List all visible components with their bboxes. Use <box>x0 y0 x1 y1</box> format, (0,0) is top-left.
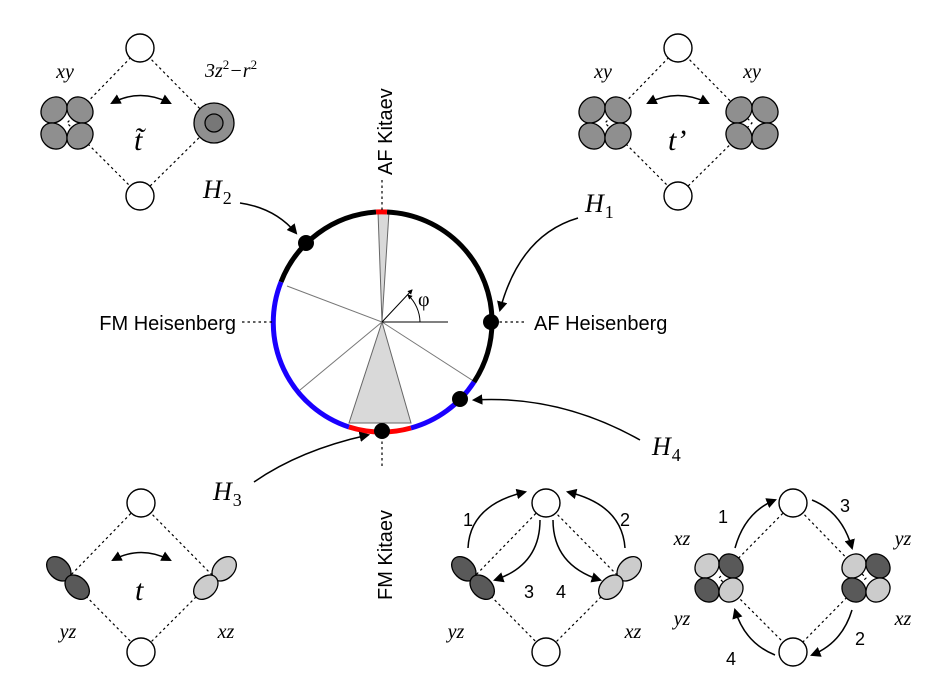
site-bottom <box>126 637 156 667</box>
panel-bottom-left: yz xz t <box>45 488 238 667</box>
step-label-2: 2 <box>855 629 865 649</box>
orbital-label-right: xz <box>624 621 642 643</box>
bond-square <box>472 502 621 653</box>
arrow-h1 <box>497 217 579 313</box>
svg-text:H2: H2 <box>202 175 232 208</box>
radial-line <box>299 321 383 391</box>
orbital-label-bottom-right: xz <box>894 608 912 630</box>
step-label-1: 1 <box>718 507 728 527</box>
point-h4 <box>452 391 468 407</box>
hop-arrow-1 <box>467 488 528 549</box>
orbital-label-left: xy <box>55 61 74 83</box>
hop-arrow-3 <box>493 519 541 583</box>
bond-square <box>718 502 867 653</box>
hop-arrow-2 <box>565 488 626 549</box>
xy-orbital-icon <box>578 96 632 150</box>
arrow-h4 <box>471 394 641 441</box>
point-h2 <box>298 235 314 251</box>
h3-label: H3 <box>212 477 242 510</box>
label-fm-heisenberg: FM Heisenberg <box>99 313 236 335</box>
step-label-4: 4 <box>556 582 566 602</box>
hopping-label: t’ <box>668 124 686 157</box>
angle-symbol: φ <box>418 289 430 311</box>
hop-arrow-1 <box>734 498 777 549</box>
step-label-2: 2 <box>620 510 630 530</box>
point-h3 <box>374 423 390 439</box>
step-label-3: 3 <box>840 496 850 516</box>
step-label-3: 3 <box>524 582 534 602</box>
orbital-label-right: xy <box>742 61 761 83</box>
site-top <box>778 488 808 518</box>
hopping-arrow <box>111 551 172 561</box>
orbital-label-top-left: xz <box>673 528 691 550</box>
hopping-label: t̃ <box>134 124 146 157</box>
hop-arrow-3 <box>811 499 855 551</box>
hop-arrow-4 <box>732 607 776 656</box>
orbital-label-left: yz <box>58 621 77 643</box>
orbital-label-bottom-left: yz <box>672 608 691 630</box>
label-af-heisenberg: AF Heisenberg <box>534 313 667 335</box>
svg-text:H4: H4 <box>651 432 681 465</box>
ring-arc-black-lowerright <box>471 321 495 384</box>
orbital-label-right: 3z2−r2 <box>204 57 257 82</box>
site-bottom <box>125 181 155 211</box>
hopping-arrow <box>646 94 710 104</box>
phase-circle: φ <box>270 209 499 439</box>
hopping-label: t <box>135 574 144 607</box>
angle-vector <box>381 289 413 323</box>
hopping-arrow <box>110 94 172 104</box>
orbital-label-right: xz <box>217 621 235 643</box>
bond-square <box>66 47 215 197</box>
ring-arc-black-right <box>386 209 495 323</box>
step-label-4: 4 <box>726 649 736 669</box>
ring-arc-black-topleft <box>278 209 377 283</box>
site-top <box>663 33 693 63</box>
label-af-kitaev: AF Kitaev <box>375 88 397 175</box>
dz2-orbital-icon <box>193 102 235 144</box>
site-top <box>126 488 156 518</box>
site-bottom <box>663 181 693 211</box>
bond-square <box>604 47 753 197</box>
radial-line <box>381 321 476 383</box>
arrow-h2 <box>239 202 298 235</box>
hop-arrow-4 <box>552 519 603 583</box>
radial-line <box>286 285 383 323</box>
arrow-h3 <box>253 431 371 483</box>
ring-arc-blue-left <box>270 281 350 430</box>
panel-top-left: xy 3z2−r2 t̃ <box>40 33 257 211</box>
site-top <box>125 33 155 63</box>
site-bottom <box>778 637 808 667</box>
svg-text:H3: H3 <box>212 477 242 510</box>
h1-label: H1 <box>584 189 614 222</box>
orbital-label-top-right: yz <box>893 528 912 550</box>
panel-top-right: xy xy t’ <box>578 33 779 211</box>
mixed-orbital-icon-left <box>694 553 744 603</box>
orbital-label-left: yz <box>446 621 465 643</box>
orbital-label-left: xy <box>593 61 612 83</box>
h4-label: H4 <box>651 432 681 465</box>
panel-bottom-middle: 1 2 3 4 yz xz <box>446 488 643 667</box>
sector-af-kitaev <box>377 211 390 323</box>
svg-text:H1: H1 <box>584 189 614 222</box>
xz-orbital-icon <box>597 555 643 601</box>
point-h1 <box>483 314 499 330</box>
xy-orbital-icon <box>40 96 94 150</box>
step-label-1: 1 <box>463 510 473 530</box>
yz-orbital-icon <box>450 555 496 601</box>
site-top <box>531 488 561 518</box>
panel-bottom-right: 1 2 3 4 xz yz yz xz <box>672 488 912 669</box>
angle-arc <box>407 294 421 323</box>
hop-arrow-2 <box>810 609 853 657</box>
yz-orbital-icon <box>45 555 91 601</box>
xz-orbital-icon <box>192 555 238 601</box>
site-bottom <box>531 637 561 667</box>
sector-fm-kitaev <box>348 320 412 424</box>
ring-arc-blue-bottomright <box>410 380 477 431</box>
mixed-orbital-icon-right <box>841 553 891 603</box>
xy-orbital-icon <box>725 96 779 150</box>
label-fm-kitaev: FM Kitaev <box>375 510 397 600</box>
h2-label: H2 <box>202 175 232 208</box>
